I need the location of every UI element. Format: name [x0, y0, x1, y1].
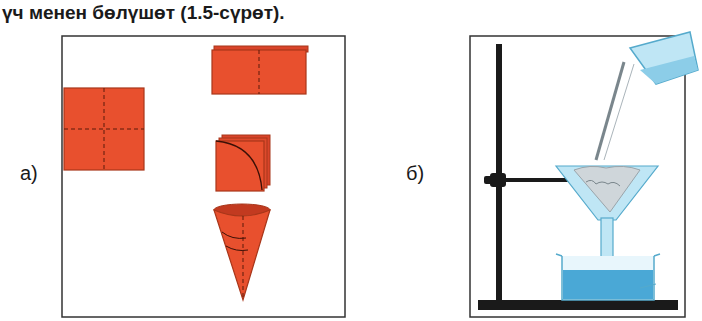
caption-text: үч менен бөлүшөт (1.5-сүрөт). [2, 2, 285, 24]
panel-frame [62, 36, 345, 317]
funnel [556, 166, 658, 270]
panel-letter: б) [406, 162, 424, 185]
folded-half [212, 46, 308, 94]
panel-letter: а) [20, 162, 38, 185]
lab-stand [478, 44, 678, 310]
filter-cone [214, 204, 270, 300]
beaker [556, 254, 660, 300]
pouring-glass [596, 32, 698, 160]
folded-quarter [216, 135, 270, 191]
filter-paper-square [64, 88, 144, 170]
